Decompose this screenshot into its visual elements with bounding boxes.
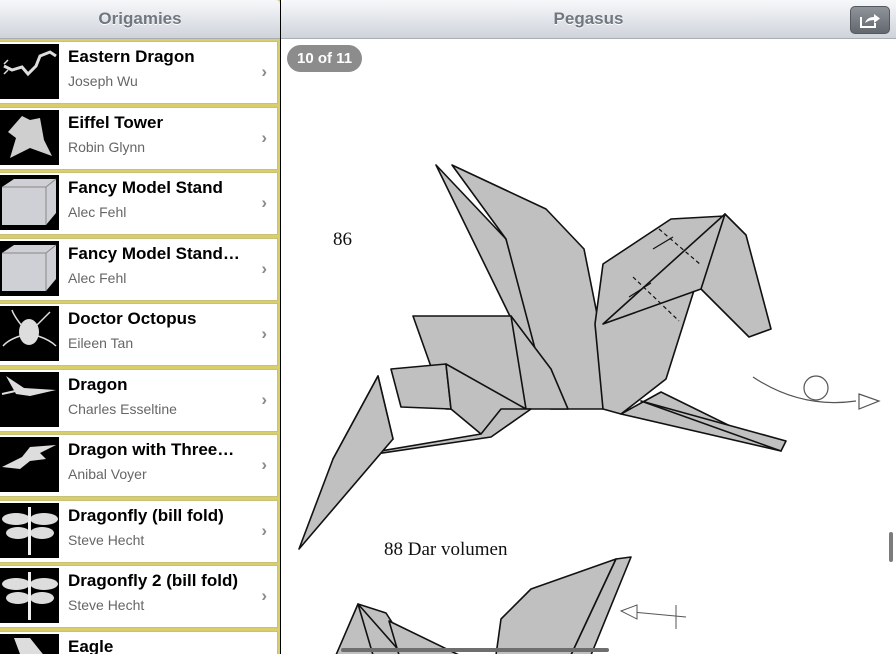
list-item[interactable]: Dragonfly 2 (bill fold) Steve Hecht › [0, 565, 278, 628]
detail-title: Pegasus [553, 9, 624, 28]
eagle-thumbnail [0, 633, 59, 654]
chevron-right-icon: › [261, 652, 267, 654]
item-author: Eileen Tan [68, 335, 134, 351]
diagram-page[interactable]: 86 88 Dar volumen [281, 39, 896, 654]
item-author: Steve Hecht [68, 597, 145, 613]
list-item[interactable]: Eastern Dragon Joseph Wu › [0, 41, 278, 104]
chevron-right-icon: › [261, 520, 267, 540]
item-name: Dragon with Three… [68, 440, 235, 459]
chevron-right-icon: › [261, 62, 267, 81]
list-nav-bar: Origamies [0, 0, 280, 39]
doctor-octopus-thumbnail [0, 306, 59, 361]
list-title: Origamies [98, 9, 182, 28]
horizontal-scrollbar[interactable] [341, 648, 609, 652]
chevron-right-icon: › [261, 127, 267, 147]
detail-nav-bar: Pegasus [281, 0, 896, 39]
list-item[interactable]: Eagle › [0, 630, 278, 654]
item-name: Dragonfly 2 (bill fold) [68, 571, 238, 590]
vertical-scrollbar[interactable] [889, 532, 893, 562]
item-author: Charles Esseltine [68, 400, 177, 417]
list-item[interactable]: Doctor Octopus Eileen Tan › [0, 303, 278, 366]
item-author: Anibal Voyer [68, 466, 147, 482]
instructions-panel: Pegasus [281, 0, 896, 654]
chevron-right-icon: › [261, 455, 267, 474]
chevron-right-icon: › [261, 324, 267, 343]
model-stand-thumbnail [0, 175, 59, 230]
list-item[interactable]: Eiffel Tower Robin Glynn › [0, 106, 278, 170]
item-author: Joseph Wu [68, 73, 138, 89]
item-name: Eiffel Tower [68, 112, 164, 132]
eiffel-tower-thumbnail [0, 109, 59, 165]
item-name: Dragon [68, 374, 128, 394]
model-stand-thumbnail [0, 240, 59, 296]
dragon-three-heads-thumbnail [0, 437, 59, 492]
list-item[interactable]: Fancy Model Stand Alec Fehl › [0, 172, 278, 235]
step-number-88-caption: 88 Dar volumen [384, 539, 508, 560]
item-author: Alec Fehl [68, 204, 127, 220]
chevron-right-icon: › [261, 258, 267, 278]
item-name: Doctor Octopus [68, 309, 197, 328]
item-name: Dragonfly (bill fold) [68, 505, 224, 525]
eastern-dragon-thumbnail [0, 44, 59, 99]
list-item[interactable]: Fancy Model Stand… Alec Fehl › [0, 237, 278, 301]
chevron-right-icon: › [261, 586, 267, 605]
item-name: Fancy Model Stand [68, 178, 223, 197]
share-button[interactable] [850, 6, 890, 34]
list-item[interactable]: Dragonfly (bill fold) Steve Hecht › [0, 499, 278, 563]
dragon-thumbnail [0, 371, 59, 427]
page-indicator-badge: 10 of 11 [287, 45, 363, 72]
item-name: Fancy Model Stand… [68, 243, 240, 263]
origami-list-panel: Origamies Eastern Dragon Joseph Wu › Eif… [0, 0, 280, 654]
item-name: Eastern Dragon [68, 47, 195, 66]
list-item[interactable]: Dragon with Three… Anibal Voyer › [0, 434, 278, 497]
list-item[interactable]: Dragon Charles Esseltine › [0, 368, 278, 432]
dragonfly-thumbnail [0, 502, 59, 558]
pegasus-step-86-diagram [298, 164, 881, 654]
chevron-right-icon: › [261, 193, 267, 212]
origami-list[interactable]: Eastern Dragon Joseph Wu › Eiffel Tower … [0, 39, 280, 654]
share-icon [860, 14, 880, 28]
item-author: Alec Fehl [68, 269, 127, 286]
step-number-86: 86 [333, 229, 352, 250]
item-name: Eagle [68, 636, 114, 654]
item-author: Steve Hecht [68, 531, 145, 548]
dragonfly-thumbnail [0, 568, 59, 623]
chevron-right-icon: › [261, 389, 267, 409]
item-author: Robin Glynn [68, 138, 146, 155]
